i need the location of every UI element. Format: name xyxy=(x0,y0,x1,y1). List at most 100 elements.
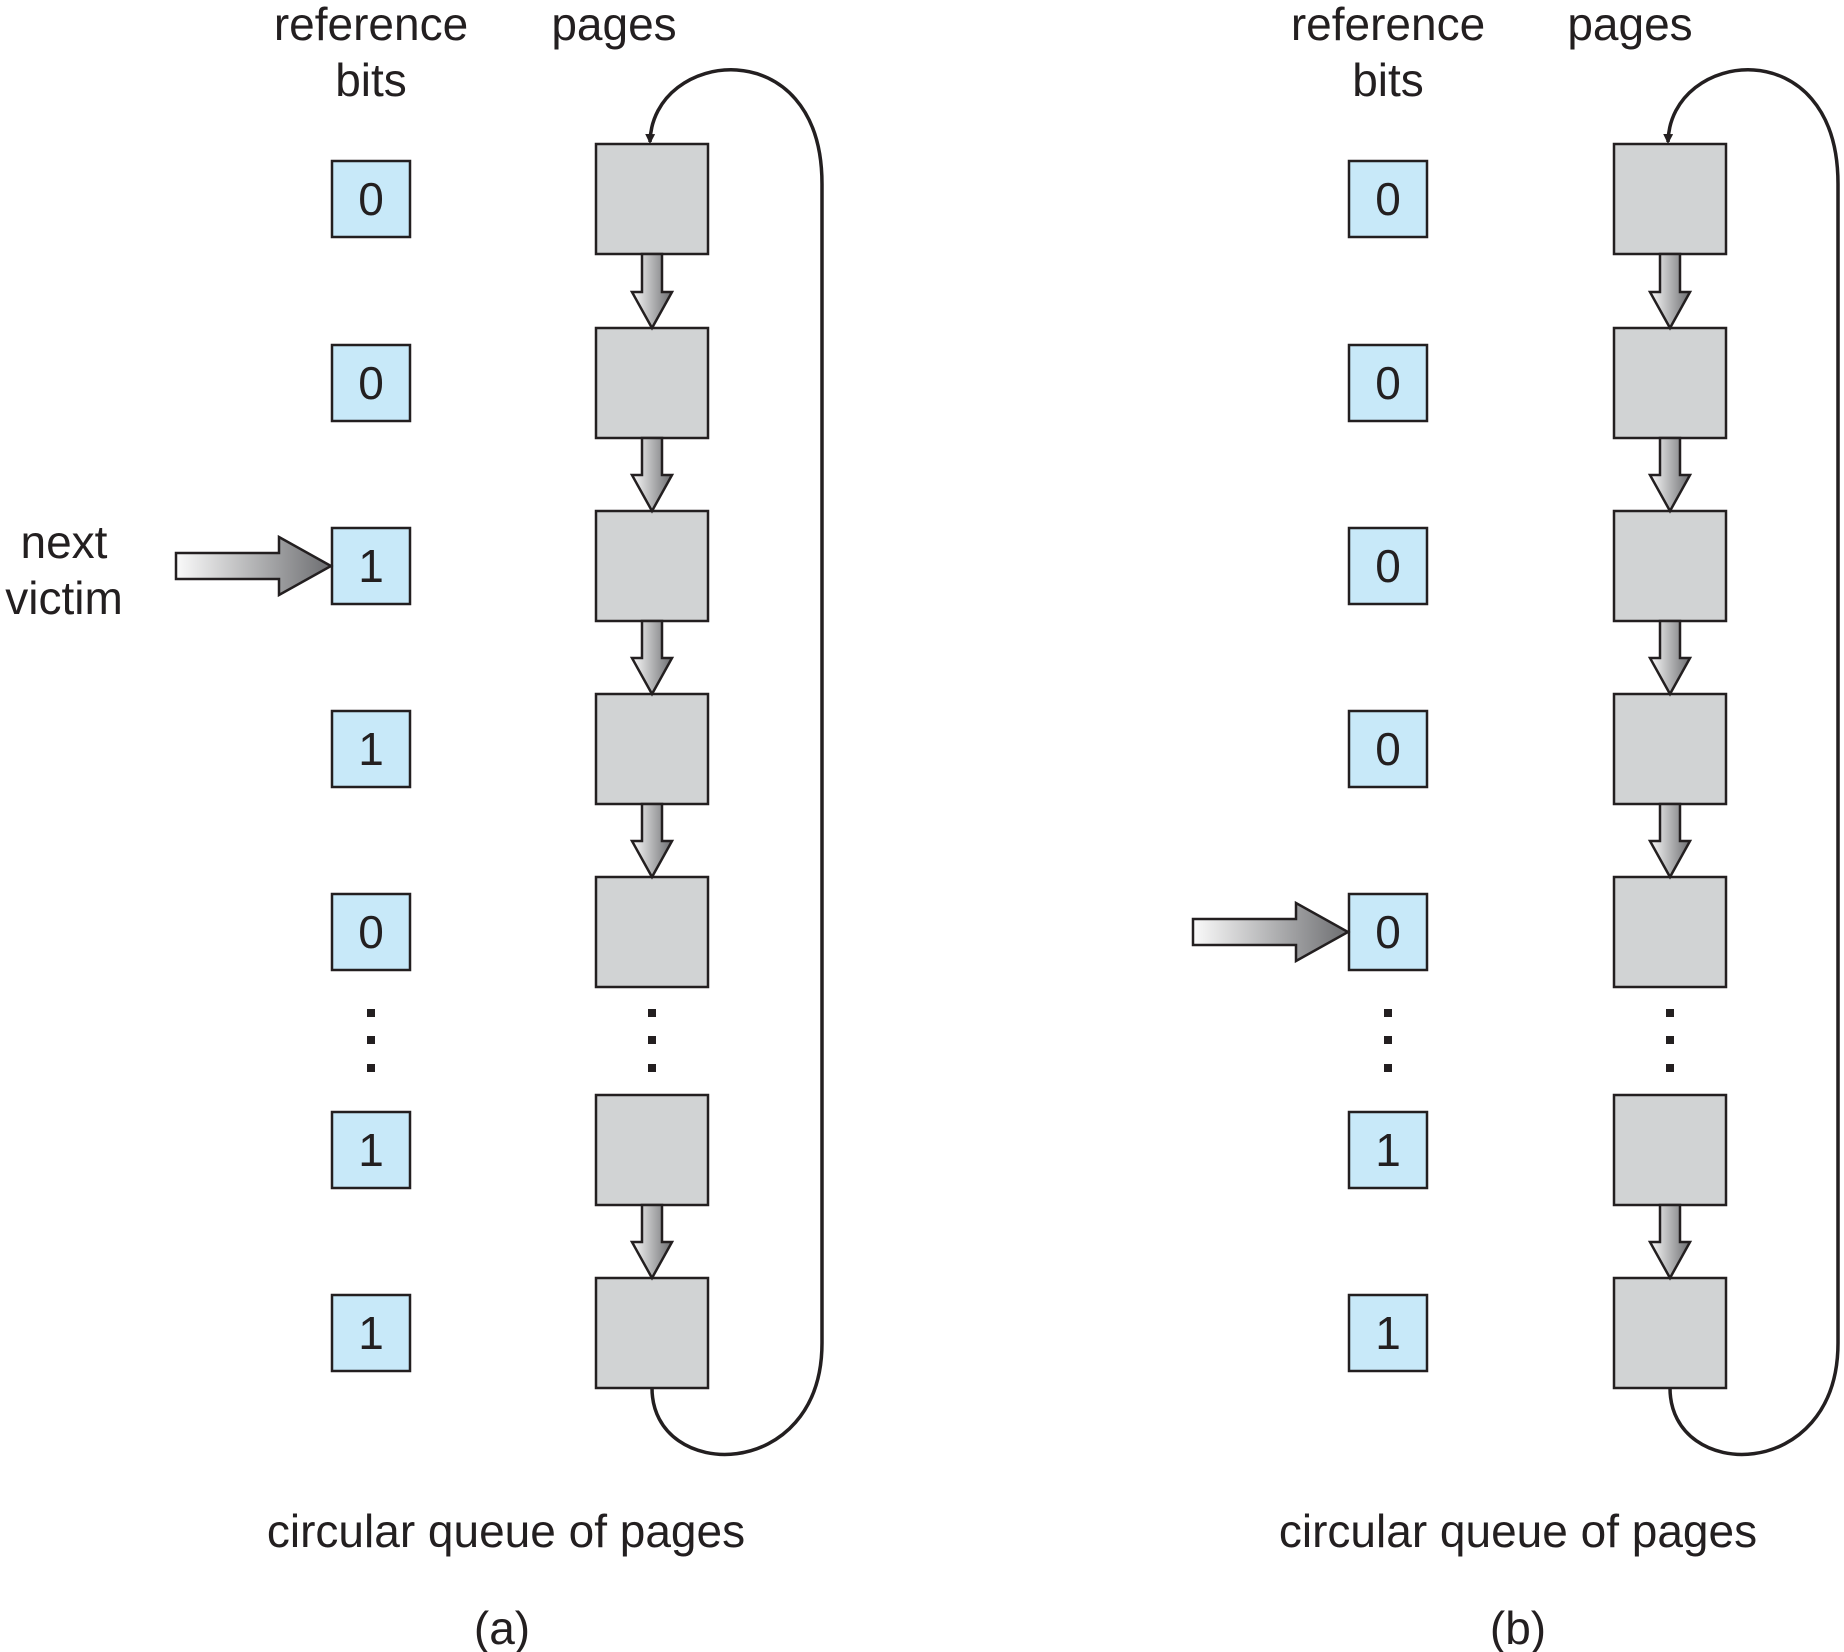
page-box xyxy=(594,142,710,256)
reference-bit-box xyxy=(330,1110,412,1190)
circular-queue-wrap-arrow xyxy=(645,68,824,1457)
reference-bit-value: 1 xyxy=(1375,1124,1401,1176)
panel-label: (b) xyxy=(1490,1602,1546,1652)
ellipsis-dot xyxy=(648,1009,656,1017)
next-page-arrow xyxy=(629,252,675,331)
page-box xyxy=(1612,875,1728,989)
ellipsis-dot xyxy=(367,1009,375,1017)
next-page-arrow xyxy=(1647,1203,1693,1281)
next-page-arrow xyxy=(1647,619,1693,697)
page-box xyxy=(1612,1093,1728,1207)
header-line: bits xyxy=(1352,54,1424,106)
page-box xyxy=(1612,1276,1728,1390)
reference-bit: 0 xyxy=(1347,526,1429,606)
reference-bit-box xyxy=(1347,343,1429,423)
reference-bit: 1 xyxy=(330,1293,412,1373)
next-page-arrow xyxy=(629,436,675,514)
reference-bit-box xyxy=(330,159,412,239)
page-box xyxy=(594,509,710,623)
page-box xyxy=(1612,142,1728,256)
ellipsis-dot xyxy=(1384,1036,1392,1044)
page-box xyxy=(594,692,710,806)
next-page-arrow xyxy=(1647,802,1693,880)
page-box xyxy=(594,875,710,989)
ellipsis-dot xyxy=(367,1064,375,1072)
pointer-label-line: victim xyxy=(5,572,123,624)
ellipsis-dot xyxy=(1384,1064,1392,1072)
reference-bit-value: 0 xyxy=(1375,906,1401,958)
next-page-arrow xyxy=(629,1203,675,1281)
reference-bit-value: 1 xyxy=(1375,1307,1401,1359)
header-line: bits xyxy=(335,54,407,106)
reference-bit: 0 xyxy=(1347,892,1429,972)
reference-bit: 0 xyxy=(1347,343,1429,423)
reference-bit-box xyxy=(330,343,412,423)
reference-bit-box xyxy=(330,1293,412,1373)
next-victim-pointer-arrow xyxy=(174,534,334,598)
reference-bit: 0 xyxy=(330,159,412,239)
page-box xyxy=(1612,326,1728,440)
pages-column xyxy=(594,142,710,1390)
reference-bit-box xyxy=(1347,892,1429,972)
reference-bit-value: 0 xyxy=(358,173,384,225)
reference-bit-value: 0 xyxy=(1375,723,1401,775)
pages-ellipsis xyxy=(648,1009,656,1072)
page-box xyxy=(1612,509,1728,623)
next-victim-pointer-arrow xyxy=(1191,900,1351,964)
next-page-arrow xyxy=(629,619,675,697)
reference-bit-box xyxy=(1347,1293,1429,1373)
header-line: reference xyxy=(1291,0,1485,50)
page-box xyxy=(1612,692,1728,806)
next-page-arrow xyxy=(629,802,675,880)
pages-header: pages xyxy=(551,0,676,50)
ellipsis-dot xyxy=(1384,1009,1392,1017)
ellipsis-dot xyxy=(648,1036,656,1044)
reference-bit-value: 0 xyxy=(358,357,384,409)
header-line: reference xyxy=(274,0,468,50)
reference-bit-box xyxy=(330,709,412,789)
page-box xyxy=(594,1093,710,1207)
queue-caption: circular queue of pages xyxy=(267,1505,745,1557)
reference-bit-box xyxy=(330,526,412,606)
reference-bit: 1 xyxy=(330,709,412,789)
next-page-arrow xyxy=(1647,252,1693,331)
queue-caption: circular queue of pages xyxy=(1279,1505,1757,1557)
reference-bit-value: 1 xyxy=(358,723,384,775)
reference-bit-value: 1 xyxy=(358,540,384,592)
reference-bit-box xyxy=(330,892,412,972)
reference-bit: 0 xyxy=(330,343,412,423)
pages-header: pages xyxy=(1567,0,1692,50)
reference-bit-value: 1 xyxy=(358,1124,384,1176)
reference-bit-value: 0 xyxy=(1375,540,1401,592)
reference-bit-value: 1 xyxy=(358,1307,384,1359)
reference-bit-value: 0 xyxy=(1375,173,1401,225)
reference-bits-column: 0 0 1 1 0 1 1 xyxy=(330,159,412,1373)
reference-bit-box xyxy=(1347,526,1429,606)
circular-queue-wrap-arrow xyxy=(1663,68,1840,1457)
ellipsis-dot xyxy=(1666,1036,1674,1044)
reference-bit-box xyxy=(1347,709,1429,789)
reference-bit: 0 xyxy=(1347,159,1429,239)
ellipsis-dot xyxy=(1666,1064,1674,1072)
reference-bits-column: 0 0 0 0 0 1 1 xyxy=(1347,159,1429,1373)
next-page-arrow xyxy=(1647,436,1693,514)
reference-bits-ellipsis xyxy=(1384,1009,1392,1072)
reference-bit-box xyxy=(1347,159,1429,239)
reference-bit-value: 0 xyxy=(358,906,384,958)
ellipsis-dot xyxy=(367,1036,375,1044)
page-box xyxy=(594,1276,710,1390)
ellipsis-dot xyxy=(648,1064,656,1072)
reference-bit: 1 xyxy=(330,1110,412,1190)
reference-bit: 0 xyxy=(1347,709,1429,789)
reference-bit-value: 0 xyxy=(1375,357,1401,409)
page-box xyxy=(594,326,710,440)
pages-ellipsis xyxy=(1666,1009,1674,1072)
ellipsis-dot xyxy=(1666,1009,1674,1017)
pointer-label-line: next xyxy=(21,516,108,568)
